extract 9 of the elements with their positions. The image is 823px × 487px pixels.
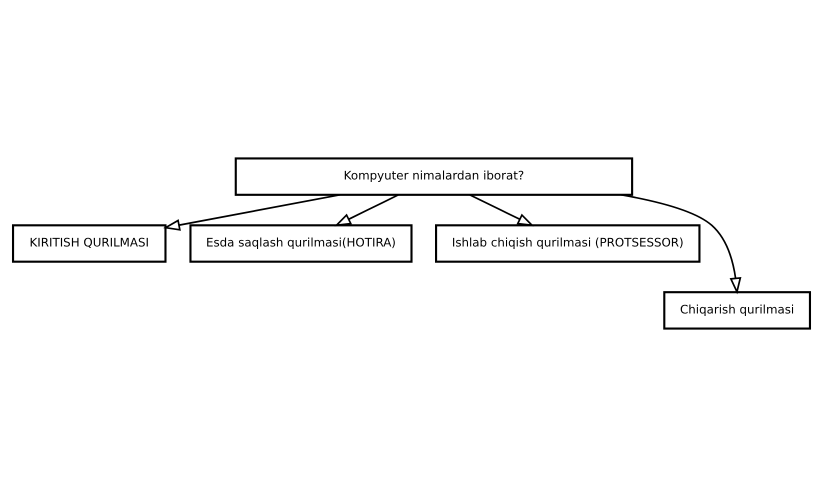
node-box: KIRITISH QURILMASI [12,224,167,263]
arrow [163,194,340,231]
node-box: Kompyuter nimalardan iborat? [234,157,634,196]
node-box: Ishlab chiqish qurilmasi (PROTSESSOR) [435,224,700,263]
arrow [334,194,399,226]
arrow [620,194,742,294]
node-box: Chiqarish qurilmasi [663,291,812,330]
node-box: Esda saqlash qurilmasi(HOTIRA) [189,224,413,263]
arrow [469,194,534,226]
